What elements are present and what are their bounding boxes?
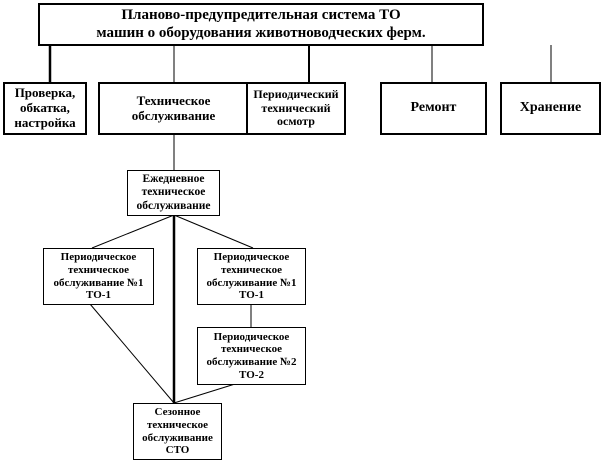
title-box: Планово-предупредительная система ТО маш…: [38, 3, 484, 46]
box-to1-right: Периодическое техническое обслуживание №…: [197, 248, 306, 305]
box-maintenance: Техническое обслуживание: [98, 82, 249, 135]
connector: [89, 303, 175, 404]
box-seasonal: Сезонное техническое обслуживание СТО: [133, 403, 222, 460]
connector: [173, 214, 254, 249]
box-to1-left: Периодическое техническое обслуживание №…: [43, 248, 154, 305]
box-repair: Ремонт: [380, 82, 487, 135]
connector: [173, 383, 236, 404]
box-to2: Периодическое техническое обслуживание №…: [197, 327, 306, 385]
box-inspection: Проверка, обкатка, настройка: [3, 82, 87, 135]
box-periodic-inspection: Периодический технический осмотр: [246, 82, 346, 135]
box-storage: Хранение: [500, 82, 601, 135]
connector: [91, 214, 175, 249]
box-daily: Ежедневное техническое обслуживание: [127, 170, 220, 216]
